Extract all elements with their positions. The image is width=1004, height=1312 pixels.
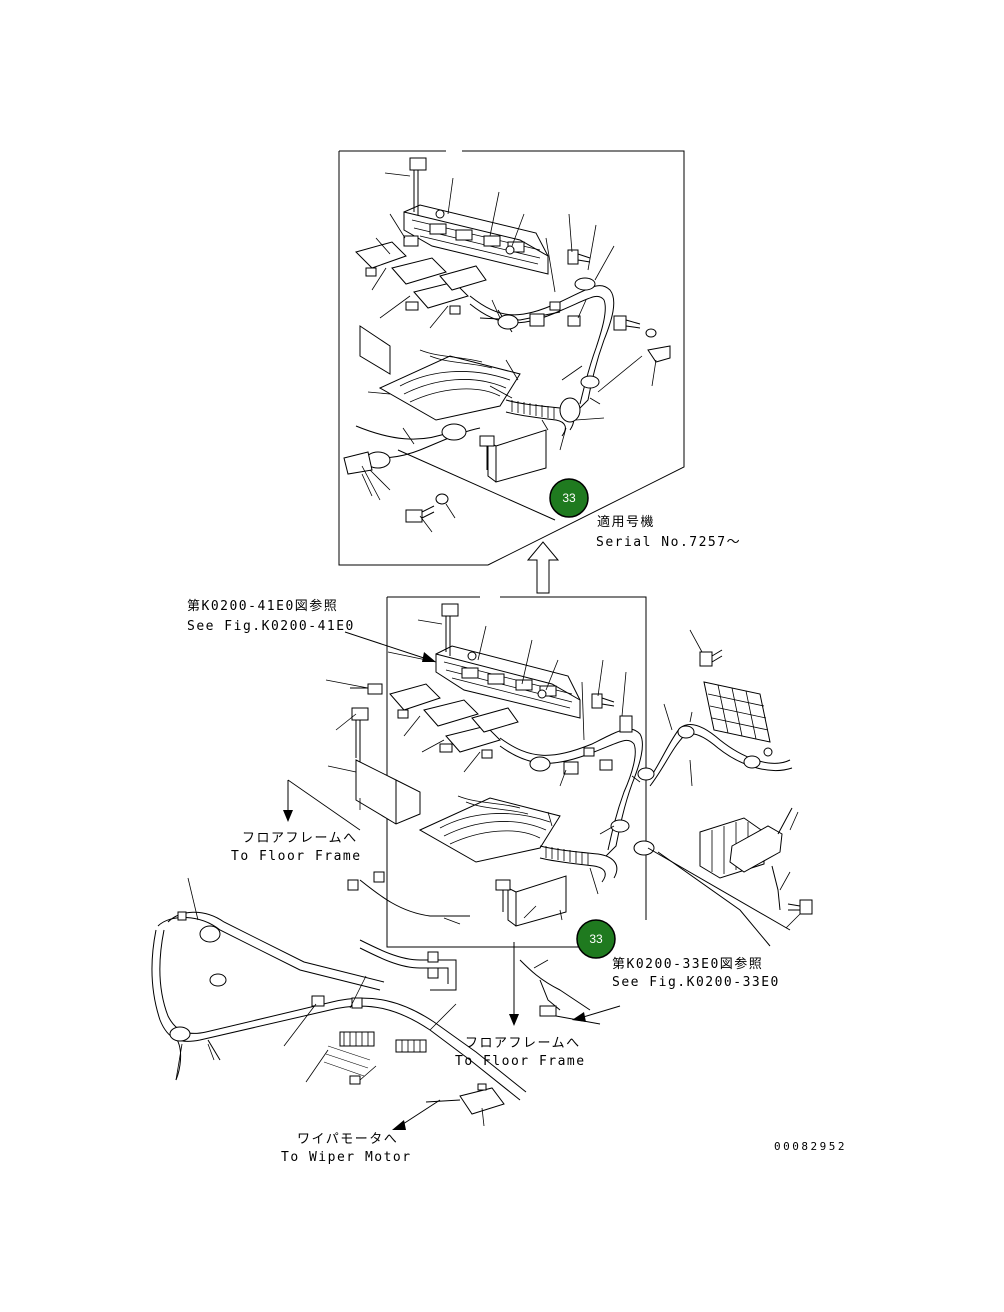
top-clamp-plate xyxy=(647,345,671,363)
middle-harness xyxy=(499,715,655,857)
wiper-en: To Wiper Motor xyxy=(281,1150,412,1165)
top-harness xyxy=(469,277,615,411)
right-side-parts xyxy=(631,629,813,947)
floor1-jp: フロアフレームへ xyxy=(242,831,358,846)
ref-41-en: See Fig.K0200-41E0 xyxy=(187,619,355,634)
callout-top-circle xyxy=(549,478,589,518)
floor2-jp: フロアフレームへ xyxy=(465,1036,581,1051)
middle-bracket-left xyxy=(351,707,421,825)
drawing-number: 00082952 xyxy=(774,1140,847,1153)
middle-bolt-2 xyxy=(591,693,615,709)
floor2-en: To Floor Frame xyxy=(455,1054,586,1069)
callout-bottom[interactable]: 33 xyxy=(576,919,616,959)
callout-top[interactable]: 33 xyxy=(549,478,589,518)
top-corrugated-tube xyxy=(505,397,581,437)
top-detail-frame xyxy=(338,150,685,566)
top-cover-plate xyxy=(479,429,547,483)
callout-bottom-circle xyxy=(576,919,616,959)
top-bolt-2 xyxy=(567,249,591,265)
middle-connector-cluster xyxy=(350,683,519,759)
top-fuse-block xyxy=(403,204,549,275)
ref-33-jp: 第K0200-33E0図参照 xyxy=(612,956,763,972)
top-relay-bank xyxy=(378,349,521,421)
top-connector-cluster xyxy=(355,235,487,315)
callout-top-number: 33 xyxy=(562,491,576,505)
ref-41-jp: 第K0200-41E0図参照 xyxy=(187,598,338,614)
top-leader-lines xyxy=(361,172,657,533)
top-detail-view xyxy=(338,150,685,566)
top-bolt-1 xyxy=(409,157,427,215)
middle-cover-plate xyxy=(495,875,567,927)
floor1-en: To Floor Frame xyxy=(231,849,362,864)
middle-detail-view xyxy=(325,596,655,948)
right-harness xyxy=(637,724,793,947)
floor-frame-arrow-1 xyxy=(283,779,361,831)
serial-label-en: Serial No.7257～ xyxy=(596,535,741,550)
up-arrow xyxy=(526,541,560,594)
top-lower-harness xyxy=(343,423,481,501)
middle-detail-frame xyxy=(386,596,647,948)
ref-33-en: See Fig.K0200-33E0 xyxy=(612,975,780,990)
right-relay-grid xyxy=(703,681,773,757)
top-bracket-left xyxy=(359,325,391,375)
wiper-jp: ワイパモータへ xyxy=(297,1132,398,1147)
right-bolt-lower xyxy=(771,865,813,915)
middle-corrugated-tube xyxy=(539,845,618,883)
right-leader-lines xyxy=(631,703,801,929)
top-bolt-3 xyxy=(613,315,657,338)
middle-fuse-block xyxy=(435,645,581,719)
ref-41-arrow xyxy=(344,631,436,662)
top-bolt-washer xyxy=(405,493,449,523)
serial-label-jp: 適用号機 xyxy=(597,514,655,530)
bottom-main-harness xyxy=(151,871,601,1130)
top-rod xyxy=(397,449,556,521)
callout-bottom-number: 33 xyxy=(589,932,603,946)
right-bracket xyxy=(729,807,793,873)
middle-relay-bank xyxy=(418,795,561,863)
right-bolt-top xyxy=(689,629,723,667)
ref-33-arrow xyxy=(572,1005,621,1022)
middle-bolt-1 xyxy=(441,603,459,656)
